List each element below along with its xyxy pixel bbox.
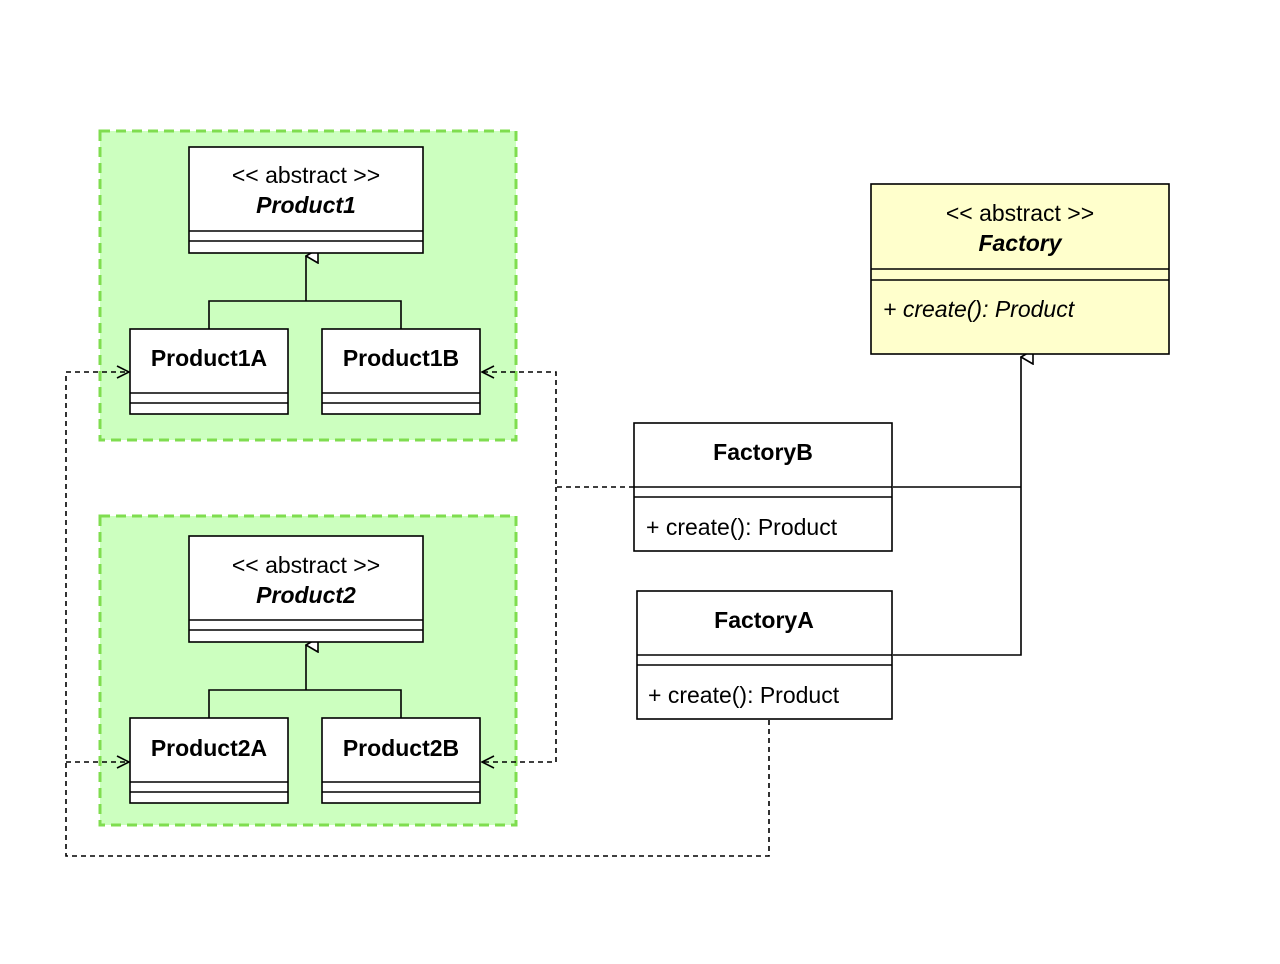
product1a-name: Product1A	[151, 345, 267, 371]
generalization-product1	[208, 256, 402, 329]
factory-stereotype: << abstract >>	[946, 200, 1094, 226]
product1-name: Product1	[256, 192, 356, 218]
class-factorya[interactable]: FactoryA + create(): Product	[636, 590, 893, 720]
class-factoryb[interactable]: FactoryB + create(): Product	[633, 422, 893, 552]
product2b-name: Product2B	[343, 735, 459, 761]
factory-name: Factory	[978, 230, 1062, 256]
class-product1b[interactable]: Product1B	[321, 328, 481, 415]
generalization-factory	[893, 357, 1021, 656]
dependency-factorya	[65, 372, 770, 857]
factorya-name: FactoryA	[714, 607, 814, 633]
product2-name: Product2	[256, 582, 356, 608]
factoryb-method: + create(): Product	[646, 514, 838, 540]
class-product1a[interactable]: Product1A	[129, 328, 289, 415]
class-product1[interactable]: << abstract >> Product1	[188, 146, 424, 254]
class-product2b[interactable]: Product2B	[321, 717, 481, 804]
generalization-product2	[208, 645, 402, 718]
factorya-method: + create(): Product	[648, 682, 840, 708]
product2a-name: Product2A	[151, 735, 267, 761]
class-product2[interactable]: << abstract >> Product2	[188, 535, 424, 643]
product1-stereotype: << abstract >>	[232, 162, 380, 188]
factoryb-name: FactoryB	[713, 439, 813, 465]
dependency-factoryb	[482, 372, 634, 762]
class-product2a[interactable]: Product2A	[129, 717, 289, 804]
product2-stereotype: << abstract >>	[232, 552, 380, 578]
factory-method: + create(): Product	[883, 296, 1076, 322]
class-factory[interactable]: << abstract >> Factory + create(): Produ…	[870, 183, 1170, 355]
product1b-name: Product1B	[343, 345, 459, 371]
